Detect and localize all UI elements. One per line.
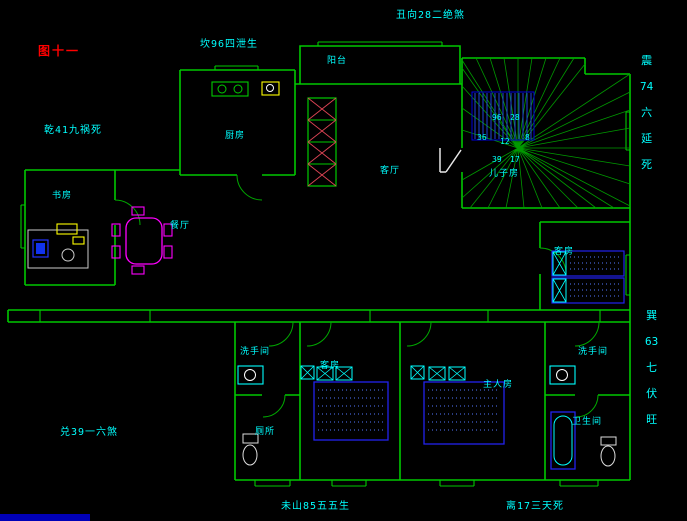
study-keyboard	[56, 223, 85, 245]
toilet-fixture-left	[242, 433, 259, 466]
toilet-fixture-bathroom	[600, 436, 617, 467]
dining-set	[111, 206, 173, 275]
dining-chair	[131, 206, 145, 216]
compass-number: 8	[525, 133, 530, 142]
nightstand	[300, 365, 315, 380]
compass: 96 28 36 12 8 39 17	[461, 57, 631, 209]
room-label-washroom-right: 洗手间	[578, 347, 609, 357]
annotation-char: 七	[646, 361, 658, 374]
room-label-kitchen: 厨房	[225, 131, 246, 141]
room-label-bathroom: 卫生间	[572, 417, 603, 427]
room-label-washroom-left: 洗手间	[240, 347, 271, 357]
annotation-char: 死	[641, 158, 653, 171]
annotation-char: 旺	[646, 413, 658, 426]
bed-guest-bottom	[300, 365, 389, 441]
kitchen-stove	[211, 81, 249, 97]
dining-chair	[111, 223, 121, 237]
nightstand	[410, 365, 425, 380]
annotation-zhen-column: 震 74 六 延 死	[640, 48, 653, 178]
pillow	[552, 278, 567, 303]
study-computer	[32, 239, 49, 258]
compass-number: 12	[500, 137, 510, 146]
compass-number: 39	[492, 155, 502, 164]
room-label-study: 书房	[52, 191, 73, 201]
compass-number: 36	[477, 133, 487, 142]
room-label-dining: 餐厅	[170, 221, 191, 231]
room-label-master: 主人房	[483, 380, 514, 390]
dining-chair	[131, 265, 145, 275]
annotation-top-center: 丑向28二绝煞	[396, 10, 466, 21]
sofa	[307, 97, 337, 187]
annotation-qian: 乾41九祸死	[44, 125, 103, 136]
study-chair	[61, 248, 75, 262]
pillow	[335, 366, 353, 381]
pillow	[428, 366, 446, 381]
annotation-bottom-right: 离17三天死	[506, 501, 565, 512]
room-label-toilet: 厕所	[255, 427, 276, 437]
room-label-guest-right: 客房	[554, 247, 575, 257]
walls	[7, 45, 631, 481]
window-symbols	[20, 41, 630, 487]
annotation-bottom-left: 未山85五五生	[281, 501, 351, 512]
annotation-char: 伏	[646, 387, 658, 400]
compass-number: 17	[510, 155, 520, 164]
door-leaf-son-room	[439, 148, 462, 173]
bed-guest-right-2	[551, 277, 625, 304]
bed-master	[410, 365, 505, 445]
figure-title: 图十一	[38, 44, 81, 58]
compass-hatch-lines	[474, 93, 532, 139]
bathtub	[550, 411, 576, 470]
pillow	[448, 366, 466, 381]
room-label-living: 客厅	[380, 166, 401, 176]
pillow	[552, 251, 567, 276]
bed-guest-right-1	[551, 250, 625, 277]
annotation-xun-column: 巽 63 七 伏 旺	[645, 303, 658, 433]
pillow	[316, 366, 334, 381]
room-label-son-room: 儿子房	[489, 169, 520, 179]
annotation-kan: 坎96四泄生	[200, 39, 259, 50]
compass-number: 28	[510, 113, 520, 122]
annotation-char: 74	[640, 80, 654, 93]
study-desk	[27, 229, 89, 269]
dining-chair	[111, 245, 121, 259]
door-arcs	[114, 174, 600, 418]
room-label-guest-bottom: 客房	[320, 361, 341, 371]
dining-chair	[163, 223, 173, 237]
washbasin-left	[237, 365, 264, 385]
kitchen-sink	[261, 81, 280, 96]
annotation-char: 巽	[646, 309, 658, 322]
bottom-bar	[0, 514, 90, 521]
compass-number: 96	[492, 113, 502, 122]
room-label-balcony: 阳台	[327, 56, 348, 66]
washbasin-right	[549, 365, 576, 385]
annotation-char: 震	[641, 54, 653, 67]
annotation-dui: 兑39一六煞	[60, 427, 119, 438]
annotation-char: 延	[641, 132, 653, 145]
annotation-char: 六	[641, 106, 653, 119]
compass-hatch-box	[471, 91, 535, 141]
dining-chair	[163, 245, 173, 259]
annotation-char: 63	[645, 335, 659, 348]
